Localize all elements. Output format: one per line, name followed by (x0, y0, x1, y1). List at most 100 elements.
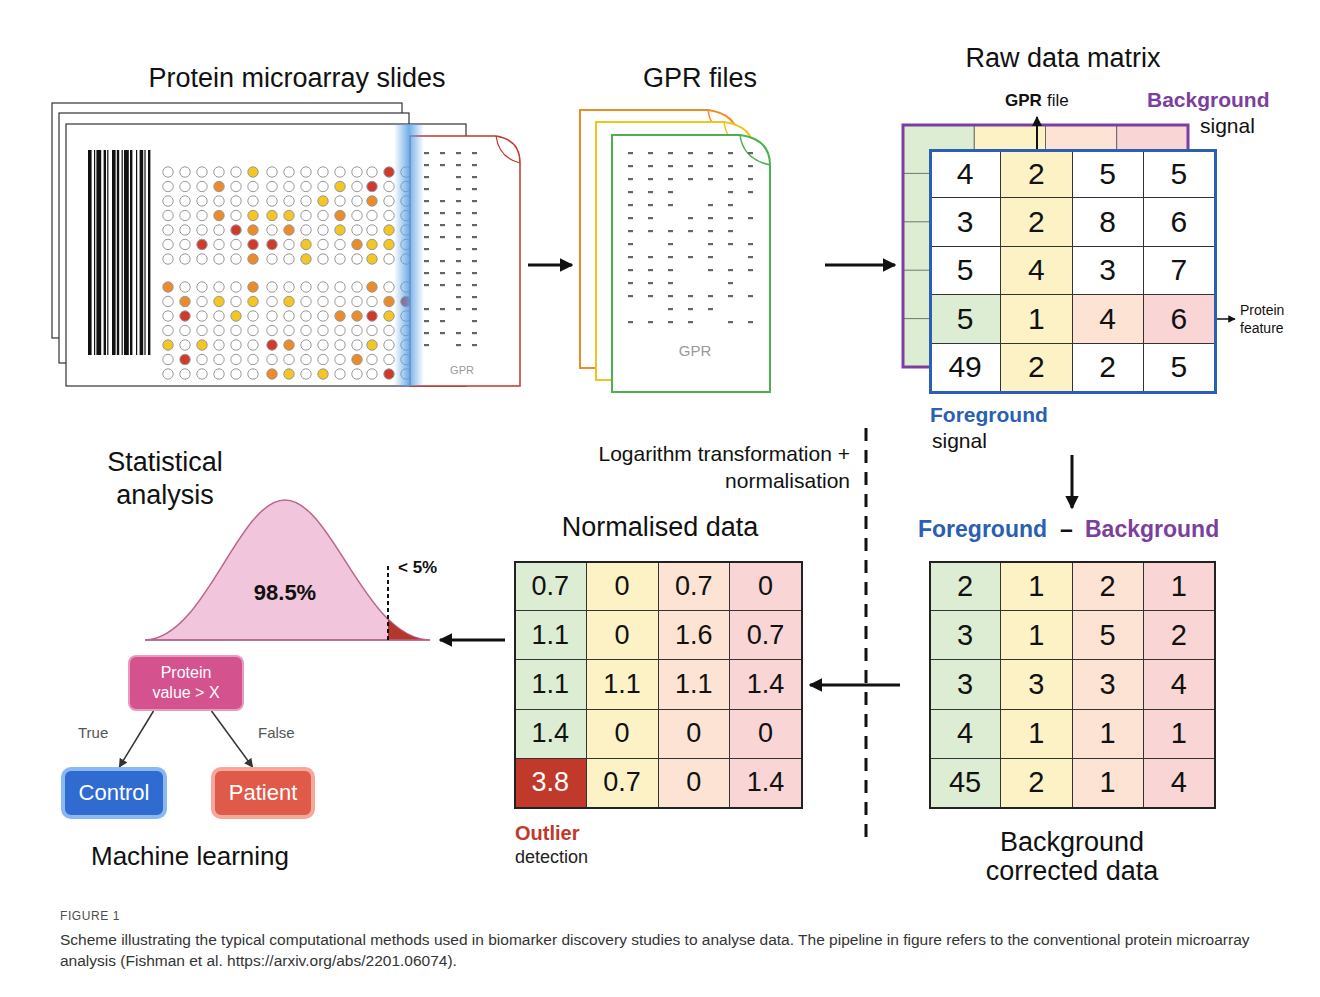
cell-value: 1.6 (675, 620, 713, 651)
value-mark (440, 236, 445, 238)
table-cell: 1.4 (730, 759, 802, 808)
array-spot (284, 325, 294, 335)
value-mark (472, 284, 477, 286)
array-spot (163, 369, 173, 379)
value-mark (424, 248, 429, 250)
array-spot (231, 354, 241, 364)
array-spot (284, 340, 294, 350)
cell-value: 1 (1171, 717, 1187, 750)
array-spot (163, 282, 173, 292)
cell-value: 4 (1028, 253, 1045, 287)
value-mark (728, 321, 733, 323)
table-cell: 2 (1001, 198, 1072, 246)
array-spot (267, 354, 277, 364)
array-spot (248, 282, 258, 292)
table-frame (514, 561, 804, 810)
array-spot (180, 282, 190, 292)
cell-value: 3 (957, 205, 974, 239)
percent-label: < 5% (398, 558, 437, 578)
array-spot (284, 369, 294, 379)
table-cell: 5 (1144, 344, 1215, 392)
array-spot (197, 225, 207, 235)
value-mark (440, 212, 445, 214)
array-spot (384, 225, 394, 235)
array-spot (352, 296, 362, 306)
array-spot (180, 239, 190, 249)
value-mark (628, 152, 633, 154)
cell-value: 0 (686, 718, 701, 749)
value-mark (748, 178, 753, 180)
table-cell: 3 (930, 611, 1001, 660)
value-mark (424, 260, 429, 262)
array-spot (318, 311, 328, 321)
array-spot (352, 225, 362, 235)
cell-value: 5 (957, 302, 974, 336)
outlier-label: detection (515, 847, 588, 868)
array-spot (318, 340, 328, 350)
flow-arrow (440, 639, 505, 642)
layer-label: Foreground (930, 403, 1048, 427)
value-mark (456, 236, 461, 238)
array-spot (367, 282, 377, 292)
value-mark (424, 320, 429, 322)
array-spot (367, 296, 377, 306)
array-spot (180, 296, 190, 306)
value-mark (688, 295, 693, 297)
table-cell: 1.1 (515, 611, 587, 660)
array-spot (267, 254, 277, 264)
array-spot (197, 181, 207, 191)
array-spot (248, 167, 258, 177)
array-spot (267, 225, 277, 235)
branch-label: True (78, 724, 108, 741)
array-spot (301, 369, 311, 379)
value-mark (728, 230, 733, 232)
array-spot (163, 296, 173, 306)
array-spot (180, 225, 190, 235)
cell-value: 3 (1028, 668, 1044, 701)
value-mark (456, 344, 461, 346)
value-mark (456, 224, 461, 226)
cell-value: 0.7 (747, 620, 785, 651)
cell-value: 0 (686, 767, 701, 798)
barcode-bar (148, 150, 150, 355)
array-spot (367, 369, 377, 379)
cell-value: 1 (1028, 619, 1044, 652)
array-spot (335, 239, 345, 249)
cell-value: 1.1 (532, 669, 570, 700)
array-spot (248, 296, 258, 306)
array-spot (180, 325, 190, 335)
array-spot (301, 282, 311, 292)
array-spot (352, 181, 362, 191)
cell-value: 2 (1028, 205, 1045, 239)
cell-value: 7 (1171, 253, 1188, 287)
array-spot (367, 225, 377, 235)
flow-arrow (119, 711, 153, 767)
value-mark (456, 296, 461, 298)
array-spot (248, 210, 258, 220)
array-spot (335, 210, 345, 220)
array-spot (214, 340, 224, 350)
array-spot (384, 167, 394, 177)
array-spot (335, 167, 345, 177)
cell-value: 6 (1171, 302, 1188, 336)
array-spot (352, 340, 362, 350)
value-mark (728, 243, 733, 245)
array-spot (335, 196, 345, 206)
array-spot (231, 210, 241, 220)
cell-value: 3 (1099, 253, 1116, 287)
barcode-bar (107, 150, 108, 355)
array-spot (231, 225, 241, 235)
array-spot (267, 210, 277, 220)
value-mark (708, 217, 713, 219)
value-mark (456, 284, 461, 286)
array-spot (335, 254, 345, 264)
table-cell: 7 (1144, 247, 1215, 295)
value-mark (628, 269, 633, 271)
array-spot (197, 354, 207, 364)
array-spot (163, 325, 173, 335)
array-spot (267, 167, 277, 177)
value-mark (628, 191, 633, 193)
array-spot (163, 181, 173, 191)
value-mark (456, 272, 461, 274)
array-spot (231, 196, 241, 206)
